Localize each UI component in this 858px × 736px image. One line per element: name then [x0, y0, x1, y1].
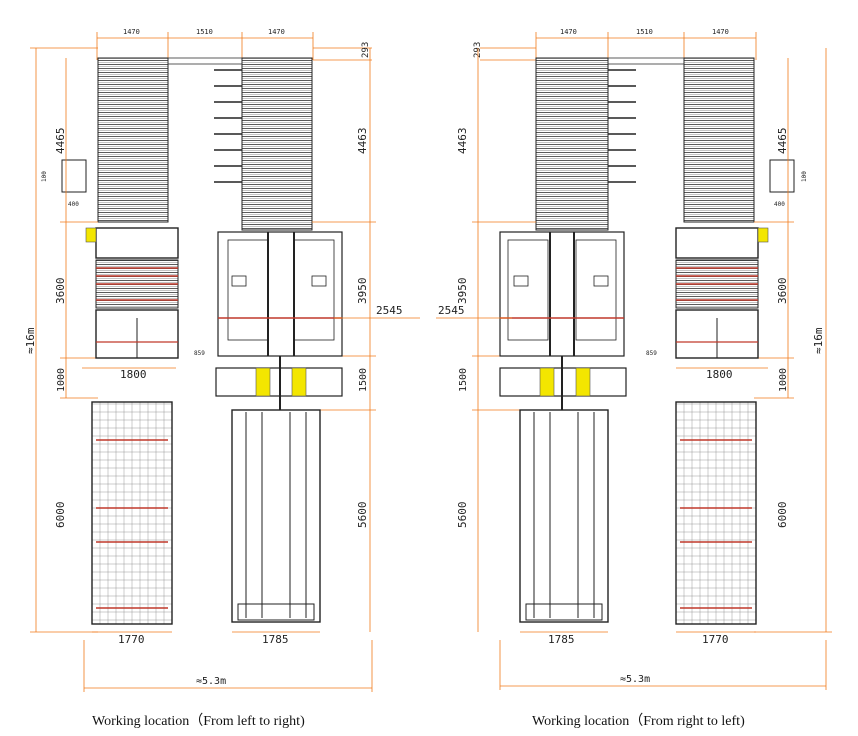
caption-right: Working location（From right to left)	[532, 714, 745, 729]
control-box	[769, 159, 795, 193]
feeding-station	[85, 227, 179, 359]
dim-overall-width: ≈5.3m	[196, 676, 226, 687]
dim-right-1500: 1500	[358, 368, 369, 392]
dim-right-mid: 3600	[776, 278, 789, 305]
press-unit	[215, 356, 343, 410]
rack-bridge	[607, 57, 685, 65]
dim-right-5600: 5600	[356, 502, 369, 529]
caption-left: Working location（From left to right)	[92, 714, 305, 729]
dim-left-mid: 3600	[54, 278, 67, 305]
dim-overall-height: ≈16m	[24, 327, 37, 354]
dim-width-1785: 1785	[548, 633, 575, 646]
rack-bridge	[167, 57, 243, 65]
storage-rack-left	[535, 57, 609, 231]
dim-right-top: 4465	[776, 128, 789, 155]
dim-top-b: 1510	[636, 28, 653, 36]
dim-left-top: 4463	[456, 128, 469, 155]
feeding-station	[675, 227, 769, 359]
dim-small-box: 100	[41, 171, 48, 182]
storage-rack-left	[97, 57, 169, 223]
dim-width-1785: 1785	[262, 633, 289, 646]
dim-right-mid: 3950	[356, 278, 369, 305]
dim-overall-height: ≈16m	[812, 327, 825, 354]
press-unit	[499, 356, 627, 410]
dim-859: 859	[194, 350, 205, 357]
storage-rack-right	[683, 57, 755, 223]
dim-top-right: 293	[361, 42, 371, 58]
dim-left-mid: 3950	[456, 278, 469, 305]
dim-right-1000: 1000	[778, 368, 789, 392]
layout-left: 1470 1510 1470 293 100 400	[24, 28, 420, 692]
central-machine	[217, 231, 343, 357]
control-box	[61, 159, 87, 193]
storage-rack-right	[241, 57, 313, 231]
dim-small-w: 400	[68, 201, 79, 208]
dim-width-1770: 1770	[118, 633, 145, 646]
dim-top-c: 1470	[268, 28, 285, 36]
top-dimension-chain	[96, 32, 372, 61]
central-machine	[499, 231, 625, 357]
dim-width-1800: 1800	[706, 368, 733, 381]
dim-small-box: 100	[801, 171, 808, 182]
dim-top-a: 1470	[123, 28, 140, 36]
dim-left-6000: 6000	[54, 502, 67, 529]
dim-extend-2545: 2545	[438, 304, 465, 317]
dim-left-1000: 1000	[56, 368, 67, 392]
dim-top-a: 1470	[560, 28, 577, 36]
dim-right-top: 4463	[356, 128, 369, 155]
dim-top-b: 1510	[196, 28, 213, 36]
lower-frame-right	[231, 409, 321, 623]
dim-overall-width: ≈5.3m	[620, 674, 650, 685]
dim-left-top: 4465	[54, 128, 67, 155]
dim-top-c: 1470	[712, 28, 729, 36]
lower-frame-left	[519, 409, 609, 623]
dim-extend-2545: 2545	[376, 304, 403, 317]
lower-table-right	[675, 401, 757, 625]
dim-width-1800: 1800	[120, 368, 147, 381]
dim-859: 859	[646, 350, 657, 357]
dim-left-5600: 5600	[456, 502, 469, 529]
dim-left-1500: 1500	[458, 368, 469, 392]
dim-small-w: 400	[774, 201, 785, 208]
dim-width-1770: 1770	[702, 633, 729, 646]
layout-right: 1470 1510 1470 293 100 400 4463	[436, 28, 832, 690]
dim-right-6000: 6000	[776, 502, 789, 529]
lower-table-left	[91, 401, 173, 625]
